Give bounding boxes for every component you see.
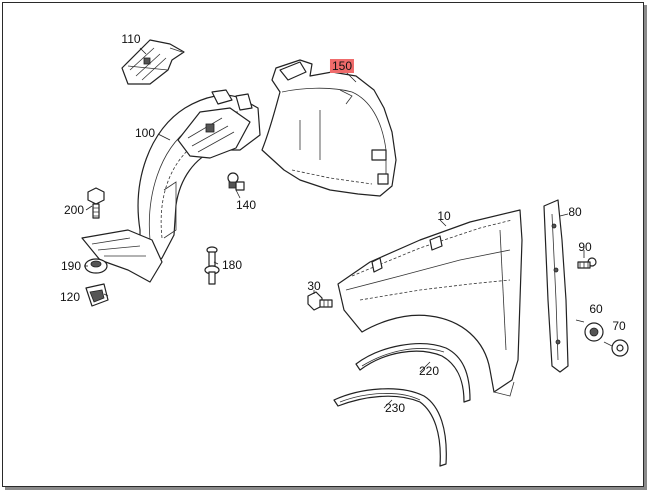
callout-180[interactable]: 180 xyxy=(221,258,243,272)
part-150-rear-liner[interactable] xyxy=(261,59,397,197)
part-220-arch-trim[interactable] xyxy=(355,343,471,403)
callout-60[interactable]: 60 xyxy=(589,302,603,316)
callout-70[interactable]: 70 xyxy=(612,319,626,333)
callout-110[interactable]: 110 xyxy=(121,32,141,46)
callout-100[interactable]: 100 xyxy=(134,126,156,140)
part-200-screw[interactable] xyxy=(87,187,105,219)
callout-30[interactable]: 30 xyxy=(307,279,321,293)
part-180-bolt[interactable] xyxy=(204,246,220,285)
part-10-front-fender[interactable] xyxy=(337,209,523,397)
callout-200[interactable]: 200 xyxy=(63,203,85,217)
callout-90[interactable]: 90 xyxy=(578,240,592,254)
callout-190[interactable]: 190 xyxy=(60,259,82,273)
part-70-nut[interactable] xyxy=(603,339,629,357)
callout-10[interactable]: 10 xyxy=(437,209,451,223)
part-100-wheel-arch-liner[interactable] xyxy=(137,89,261,269)
part-230-arch-trim[interactable] xyxy=(333,388,447,467)
part-30-bolt[interactable] xyxy=(307,291,333,311)
part-120-clip[interactable] xyxy=(85,283,109,307)
part-60-grommet[interactable] xyxy=(575,319,604,342)
part-80-trim-strip[interactable] xyxy=(543,199,569,373)
callout-230[interactable]: 230 xyxy=(384,401,406,415)
callout-220[interactable]: 220 xyxy=(418,364,440,378)
callout-150[interactable]: 150 xyxy=(329,59,355,73)
part-140-screw[interactable] xyxy=(227,172,245,199)
part-110-bracket[interactable] xyxy=(121,39,185,85)
part-190-nut[interactable] xyxy=(84,258,108,274)
leader-lines xyxy=(84,47,585,409)
callout-120[interactable]: 120 xyxy=(59,290,81,304)
callout-140[interactable]: 140 xyxy=(235,198,257,212)
callout-80[interactable]: 80 xyxy=(568,205,582,219)
part-90-screw[interactable] xyxy=(577,257,597,269)
